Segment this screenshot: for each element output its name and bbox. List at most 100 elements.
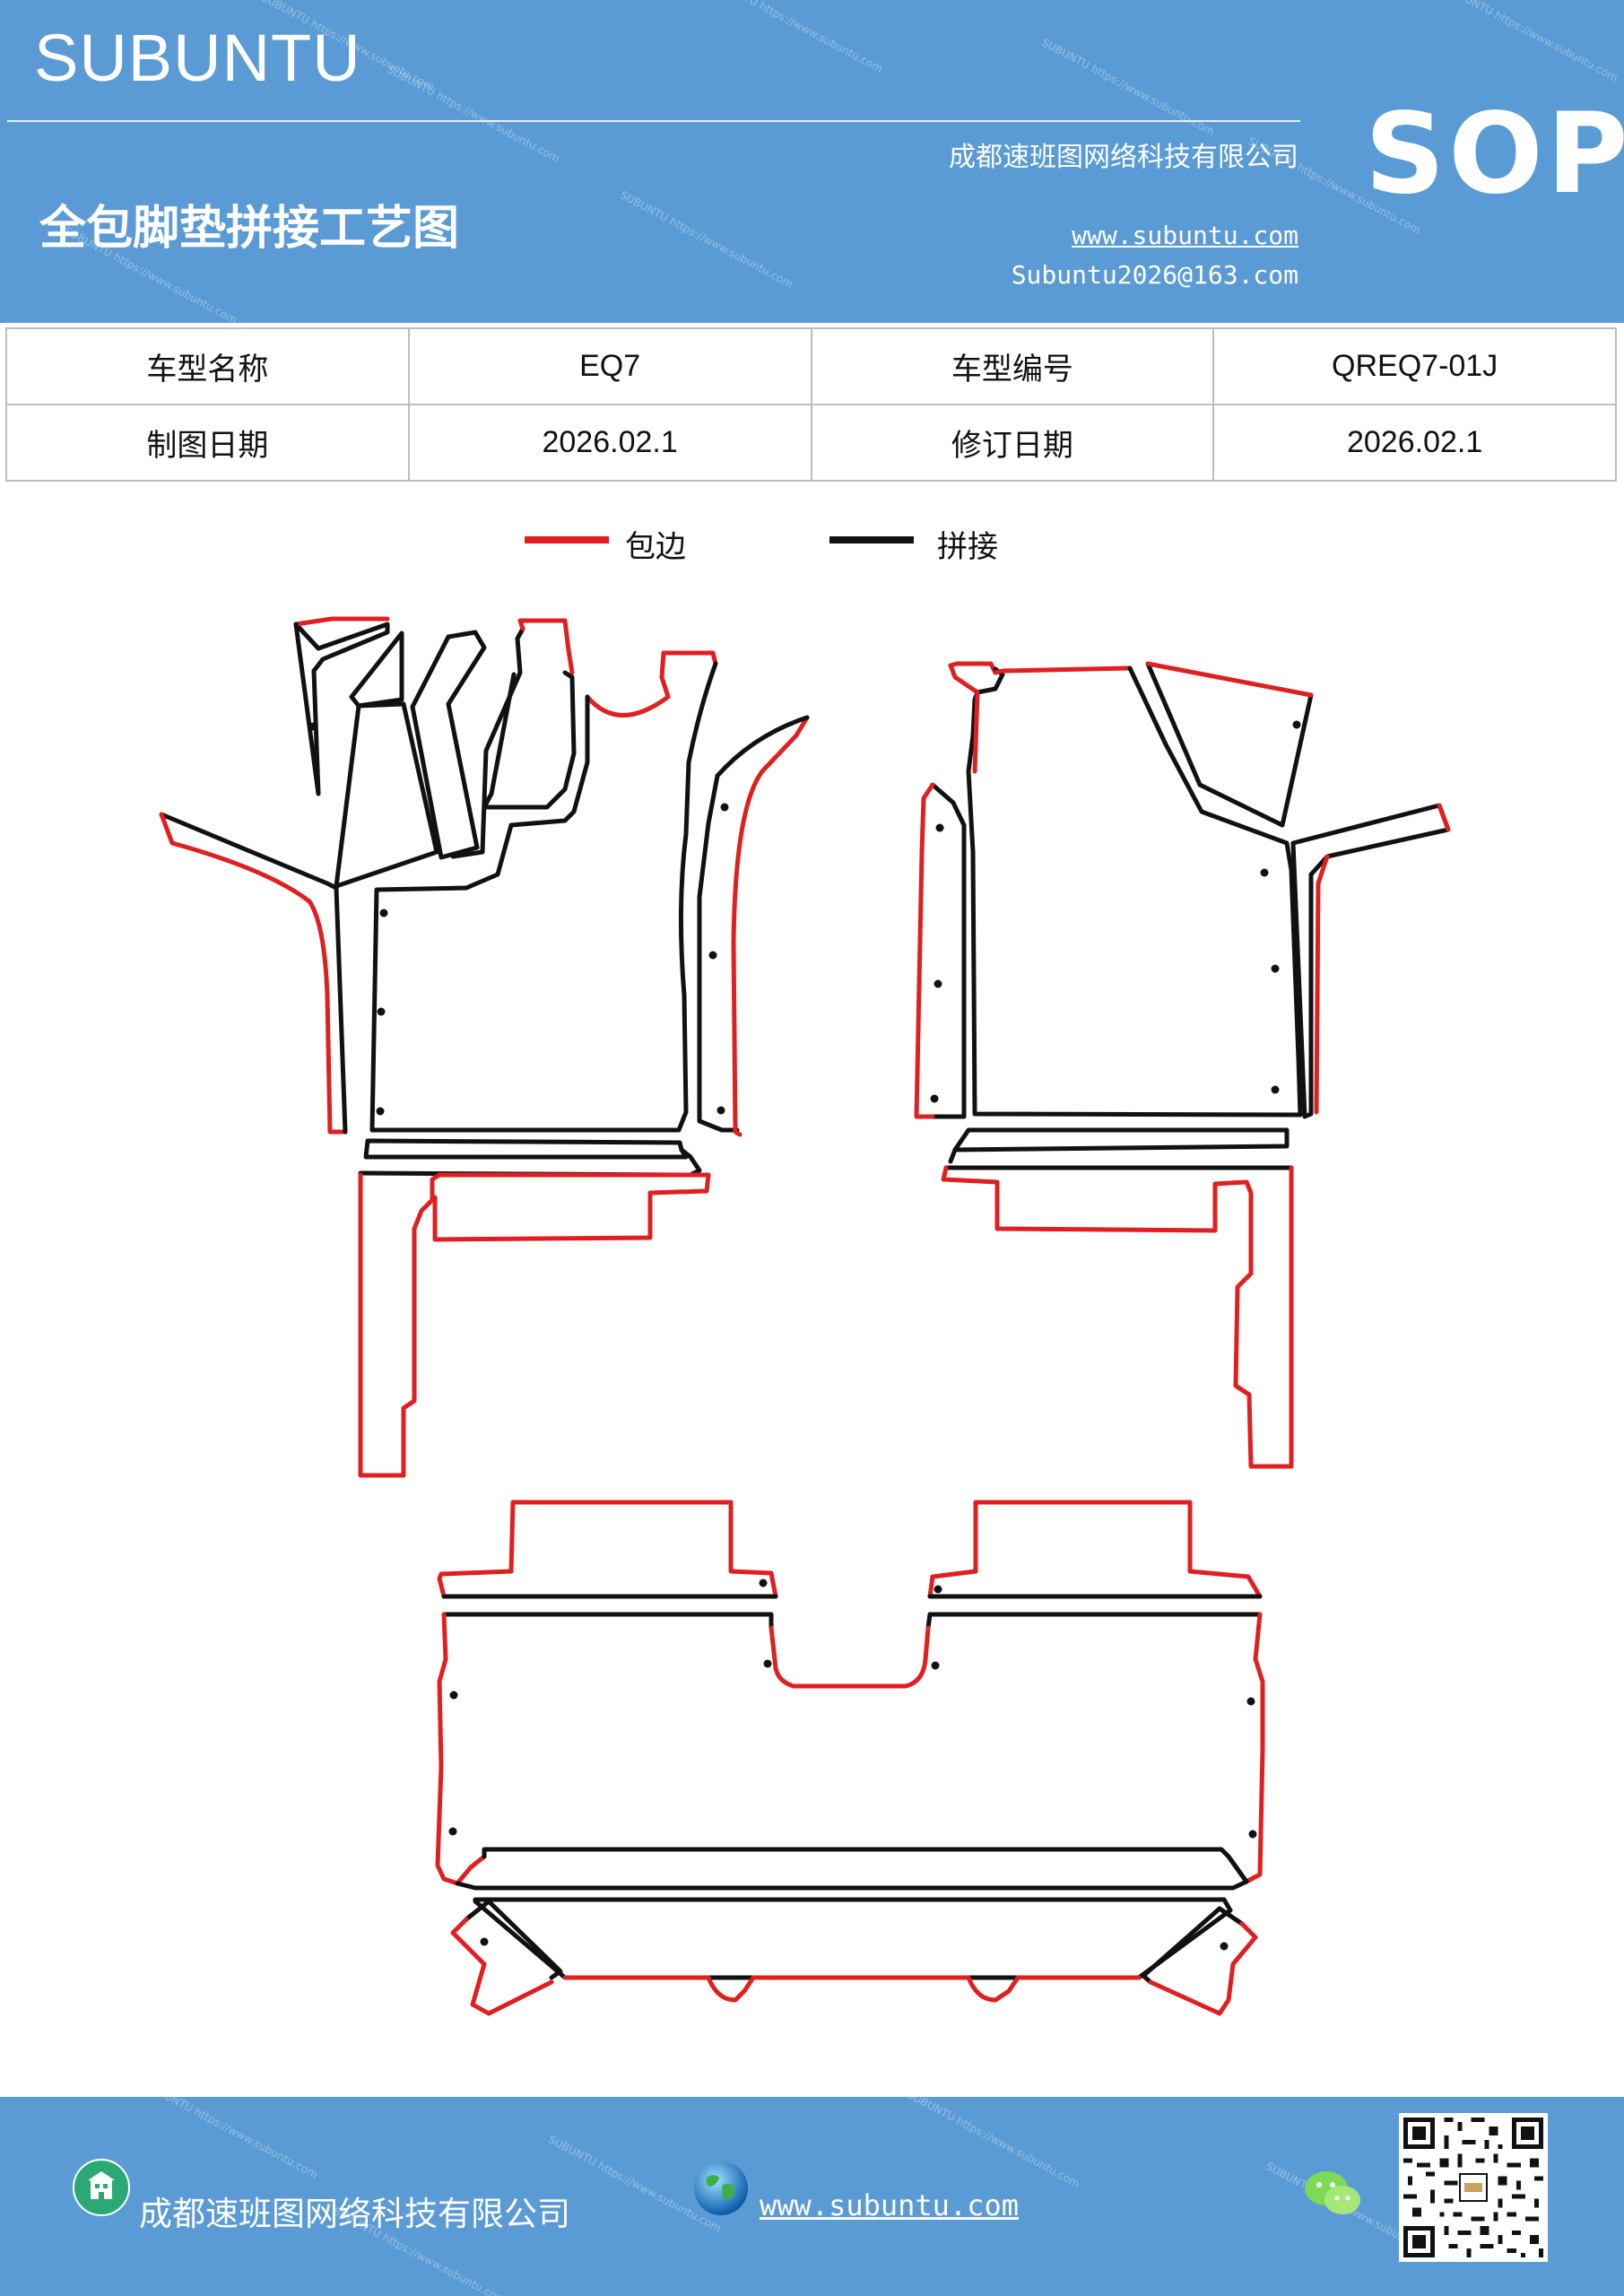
fastener-dot [1246, 1697, 1255, 1706]
fastener-dot [1271, 964, 1280, 973]
seam-line [930, 782, 967, 1119]
website-link[interactable]: www.subuntu.com [1072, 221, 1298, 250]
edge-line [517, 618, 718, 718]
edge-line [562, 1975, 1142, 2003]
model-code-label: 车型编号 [810, 327, 1215, 405]
fastener-dot [1292, 720, 1301, 729]
seam-line [293, 622, 321, 796]
fastener-dot [449, 1691, 458, 1700]
fastener-dot [379, 909, 388, 918]
legend-swatch-seam [829, 536, 914, 544]
fastener-dot [1248, 1830, 1257, 1839]
fastener-dot [759, 1578, 768, 1587]
fastener-dot [448, 1827, 457, 1836]
edge-line [941, 1165, 1294, 1469]
edge-line [1148, 1921, 1258, 2016]
seam-line [966, 665, 1303, 1118]
fastener-dot [480, 1937, 489, 1946]
edge-line [437, 1500, 778, 1599]
seam-line [464, 1899, 563, 1980]
page-title: 全包脚垫拼接工艺图 [39, 201, 460, 256]
seam-line [358, 1147, 702, 1178]
footer-website-link[interactable]: www.subuntu.com [760, 2188, 1019, 2222]
floor-mat-diagram [159, 616, 1451, 2016]
legend-label-seam: 拼接 [937, 529, 998, 565]
fastener-dot [931, 1661, 940, 1670]
header-banner: SUBUNTU https://www.subuntu.com SUBUNTU … [0, 0, 1624, 323]
seam-line [334, 701, 439, 889]
legend: 包边 拼接 [525, 522, 1027, 576]
edge-line [914, 782, 935, 1119]
seam-line [349, 631, 404, 709]
fastener-dot [716, 1106, 725, 1115]
front-right-mat [914, 661, 1451, 1469]
seam-line [473, 1897, 1233, 1980]
seam-line [293, 622, 390, 674]
fastener-dot [708, 951, 717, 960]
edge-line [358, 1172, 711, 1478]
seam-line [943, 1147, 1294, 1178]
seam-line [159, 812, 339, 891]
edge-line [769, 1625, 931, 1689]
seam-line [369, 661, 718, 1133]
model-name-value: EQ7 [407, 327, 812, 405]
sop-badge: SOP [1365, 90, 1624, 219]
fastener-dot [720, 803, 729, 812]
header-divider [7, 120, 1300, 122]
building-icon [72, 2158, 131, 2221]
seam-line [455, 1847, 1249, 1891]
seam-line [363, 1138, 689, 1160]
fastener-dot [935, 823, 944, 832]
qr-code[interactable] [1399, 2113, 1548, 2262]
rear-mat [435, 1500, 1265, 2016]
fastener-dot [763, 1659, 772, 1668]
seam-line [1145, 661, 1314, 828]
model-name-label: 车型名称 [5, 327, 410, 405]
seam-line [450, 626, 525, 859]
fastener-dot [1271, 1085, 1280, 1094]
seam-line [441, 1612, 1263, 1631]
edge-line [927, 1500, 1263, 1599]
seam-line [952, 1127, 1290, 1152]
edge-line [972, 690, 980, 774]
brand-name: SUBUNTU [34, 21, 361, 95]
legend-swatch-edge [525, 536, 609, 544]
fastener-dot [1260, 868, 1269, 877]
table-row: 车型名称 EQ7 车型编号 QREQ7-01J [5, 327, 1617, 405]
seam-line [1141, 1906, 1245, 1985]
fastener-dot [934, 979, 942, 988]
front-left-mat [159, 616, 810, 1478]
seam-line [482, 670, 577, 810]
edge-line [948, 661, 998, 695]
table-row: 制图日期 2026.02.1 修订日期 2026.02.1 [5, 404, 1617, 482]
fastener-dot [377, 1007, 386, 1016]
fastener-dot [308, 722, 317, 731]
revision-date-value: 2026.02.1 [1212, 404, 1617, 482]
company-name: 成都速班图网络科技有限公司 [949, 142, 1298, 173]
fastener-dot [930, 1094, 939, 1103]
footer-company-name: 成都速班图网络科技有限公司 [139, 2195, 570, 2233]
footer-banner: SUBUNTU https://www.subuntu.com SUBUNTU … [0, 2097, 1624, 2296]
model-code-value: QREQ7-01J [1212, 327, 1617, 405]
edge-line [293, 616, 390, 627]
revision-date-label: 修订日期 [810, 404, 1215, 482]
edge-line [1314, 803, 1451, 1115]
draw-date-value: 2026.02.1 [407, 404, 812, 482]
edge-line [1226, 1612, 1265, 1884]
edge-line [731, 715, 810, 1137]
vehicle-info-table: 车型名称 EQ7 车型编号 QREQ7-01J 制图日期 2026.02.1 修… [5, 327, 1617, 482]
edge-line [450, 1917, 554, 2016]
seam-line [715, 715, 810, 778]
fastener-dot [934, 1585, 942, 1594]
draw-date-label: 制图日期 [5, 404, 410, 482]
globe-icon [690, 2158, 751, 2222]
wechat-icon [1302, 2167, 1365, 2224]
fastener-dot [1220, 1942, 1229, 1951]
fastener-dot [376, 1107, 385, 1116]
seam-line [334, 885, 348, 1135]
edge-line [993, 665, 1133, 675]
edge-line [435, 1612, 487, 1886]
edge-line [159, 812, 348, 1135]
edge-line [1145, 661, 1314, 698]
seam-line [697, 773, 740, 1133]
